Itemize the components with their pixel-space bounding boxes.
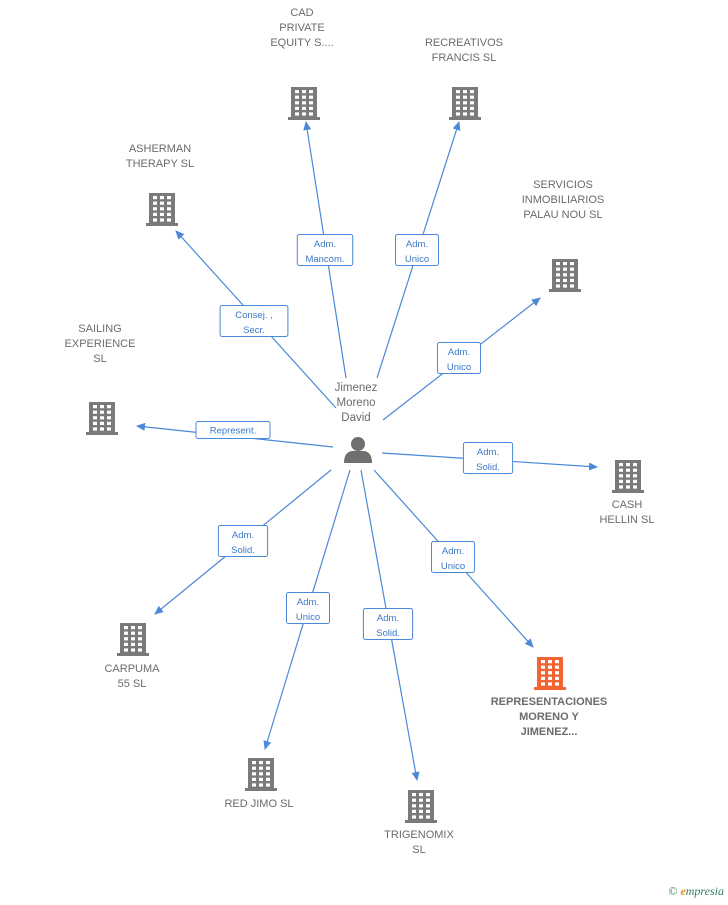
role-label-text: Solid.: [476, 462, 500, 473]
role-label-text: Unico: [405, 254, 429, 265]
role-label-text: Unico: [296, 612, 320, 623]
role-label-text: Adm.: [442, 546, 464, 557]
role-label-box: [431, 541, 475, 573]
role-label-text: Solid.: [231, 545, 255, 556]
role-label-box: [217, 525, 269, 557]
company-label-line: TRIGENOMIX: [384, 829, 454, 841]
role-label-box: [195, 421, 271, 439]
building-icon[interactable]: [549, 259, 581, 292]
company-label-line: SL: [412, 844, 425, 856]
role-label-servicios-inmobiliarios[interactable]: Adm. Unico: [437, 342, 481, 374]
company-label-line: MORENO Y: [519, 711, 579, 723]
person-label-line: Moreno: [337, 397, 376, 409]
role-label-text: Unico: [441, 561, 465, 572]
company-label-line: PALAU NOU SL: [523, 209, 602, 221]
company-label-line: RED JIMO SL: [224, 798, 293, 810]
copyright-symbol: ©: [668, 884, 678, 898]
role-label-text: Adm.: [297, 597, 319, 608]
company-label-line: ASHERMAN: [129, 143, 191, 155]
company-label-line: EQUITY S....: [270, 37, 333, 49]
company-label-line: THERAPY SL: [126, 158, 194, 170]
company-label-line: CARPUMA: [104, 663, 160, 675]
role-label-representaciones-moreno[interactable]: Adm. Unico: [431, 541, 475, 573]
role-label-box: [296, 234, 354, 266]
role-label-text: Unico: [447, 362, 471, 373]
company-label-line: RECREATIVOS: [425, 37, 503, 49]
role-label-text: Adm.: [314, 239, 336, 250]
role-label-sailing-experience[interactable]: Represent.: [195, 421, 271, 439]
role-label-box: [437, 342, 481, 374]
role-label-text: Adm.: [232, 530, 254, 541]
company-label-line: INMOBILIARIOS: [522, 194, 605, 206]
building-icon[interactable]: [449, 87, 481, 120]
role-label-cad-private-equity[interactable]: Adm. Mancom.: [296, 234, 354, 266]
company-node-recreativos-francis[interactable]: RECREATIVOS FRANCIS SL: [425, 37, 503, 120]
building-icon[interactable]: [117, 623, 149, 656]
company-label-line: EXPERIENCE: [65, 338, 136, 350]
building-icon[interactable]: [245, 758, 277, 791]
role-label-text: Represent.: [210, 426, 256, 437]
company-node-servicios-inmobiliarios[interactable]: SERVICIOS INMOBILIARIOS PALAU NOU SL: [522, 179, 605, 292]
company-label-line: SAILING: [78, 323, 121, 335]
company-label-line: JIMENEZ...: [521, 726, 578, 738]
company-label-line: CAD: [290, 7, 313, 19]
company-label-line: REPRESENTACIONES: [491, 696, 608, 708]
role-label-asherman-therapy[interactable]: Consej. , Secr.: [219, 305, 289, 337]
company-node-representaciones-moreno[interactable]: REPRESENTACIONES MORENO Y JIMENEZ...: [491, 657, 608, 738]
role-label-trigenomix[interactable]: Adm. Solid.: [362, 608, 414, 640]
company-node-carpuma-55[interactable]: CARPUMA 55 SL: [104, 623, 160, 690]
person-label-line: Jimenez: [335, 382, 378, 394]
building-icon[interactable]: [288, 87, 320, 120]
building-icon[interactable]: [612, 460, 644, 493]
role-label-text: Consej. ,: [235, 310, 273, 321]
role-label-text: Adm.: [406, 239, 428, 250]
role-label-text: Solid.: [376, 628, 400, 639]
brand-initial: e: [680, 884, 686, 898]
role-label-text: Adm.: [477, 447, 499, 458]
role-label-box: [395, 234, 439, 266]
role-label-text: Adm.: [377, 613, 399, 624]
company-label-line: 55 SL: [118, 678, 147, 690]
role-label-box: [286, 592, 330, 624]
empresia-watermark: ©empresia: [668, 884, 724, 899]
company-node-cad-private-equity[interactable]: CAD PRIVATE EQUITY S....: [270, 7, 334, 120]
role-label-box: [219, 305, 289, 337]
role-label-box: [462, 442, 514, 474]
building-icon[interactable]: [86, 402, 118, 435]
role-label-text: Adm.: [448, 347, 470, 358]
role-label-carpuma-55[interactable]: Adm. Solid.: [217, 525, 269, 557]
company-node-asherman-therapy[interactable]: ASHERMAN THERAPY SL: [126, 143, 194, 226]
company-node-red-jimo[interactable]: RED JIMO SL: [224, 758, 294, 810]
person-icon: [344, 437, 372, 463]
company-label-line: SERVICIOS: [533, 179, 593, 191]
company-label-line: SL: [93, 353, 106, 365]
company-label-line: HELLIN SL: [599, 514, 654, 526]
company-label-line: CASH: [612, 499, 643, 511]
company-label-line: FRANCIS SL: [432, 52, 497, 64]
company-label-line: PRIVATE: [279, 22, 324, 34]
company-node-cash-hellin[interactable]: CASH HELLIN SL: [599, 460, 655, 526]
role-label-recreativos-francis[interactable]: Adm. Unico: [395, 234, 439, 266]
company-node-sailing-experience[interactable]: SAILING EXPERIENCE SL: [65, 323, 136, 435]
company-nodes-layer: CAD PRIVATE EQUITY S.... RECREATIVOS FRANCIS…: [65, 7, 655, 856]
building-icon[interactable]: [405, 790, 437, 823]
brand-name: mpresia: [685, 884, 724, 898]
company-node-trigenomix[interactable]: TRIGENOMIX SL: [384, 790, 454, 856]
role-label-red-jimo[interactable]: Adm. Unico: [286, 592, 330, 624]
role-label-text: Secr.: [243, 325, 265, 336]
building-icon[interactable]: [146, 193, 178, 226]
role-label-text: Mancom.: [305, 254, 344, 265]
role-label-box: [362, 608, 414, 640]
building-icon[interactable]: [534, 657, 566, 690]
role-label-cash-hellin[interactable]: Adm. Solid.: [462, 442, 514, 474]
person-label-line: David: [341, 412, 370, 424]
